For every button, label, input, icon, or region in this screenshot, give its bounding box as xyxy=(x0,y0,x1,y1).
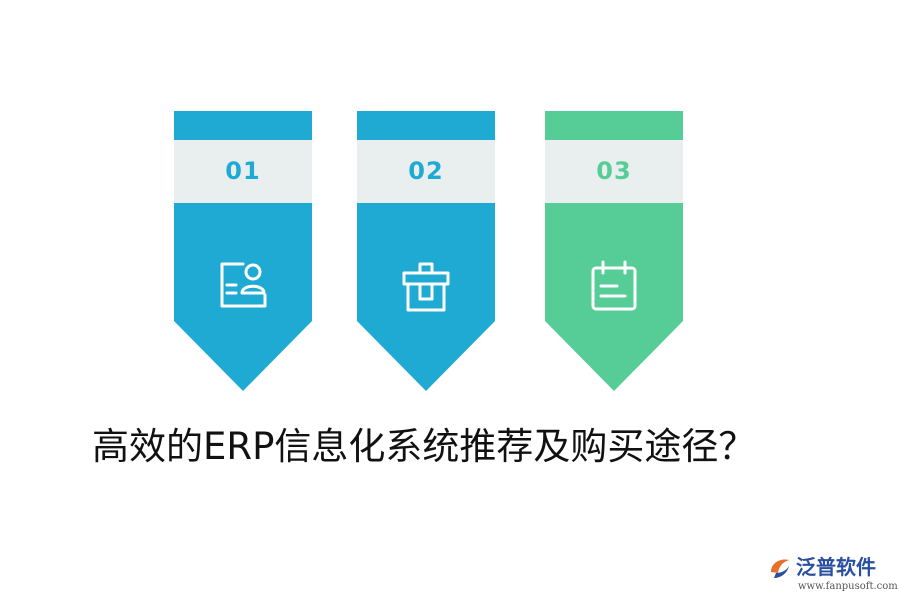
step-banner-02: 02 xyxy=(357,111,495,391)
calendar-icon xyxy=(587,259,641,313)
logo-brand-name: 泛普软件 xyxy=(796,555,876,579)
banner-shape xyxy=(545,111,683,391)
id-card-user-icon xyxy=(216,259,270,313)
step-number: 01 xyxy=(225,157,261,185)
step-banner-01: 01 xyxy=(174,111,312,391)
fanpu-logo-mark-icon xyxy=(771,559,789,578)
headline-title: 高效的ERP信息化系统推荐及购买途径？ xyxy=(92,425,756,468)
gift-box-icon xyxy=(399,259,453,313)
fanpu-logo: 泛普软件 www.fanpusoft.com xyxy=(766,554,898,594)
banner-shape xyxy=(357,111,495,391)
step-banner-03: 03 xyxy=(545,111,683,391)
step-number: 03 xyxy=(596,157,632,185)
step-number: 02 xyxy=(408,157,444,185)
banner-shape xyxy=(174,111,312,391)
logo-url: www.fanpusoft.com xyxy=(798,581,898,592)
